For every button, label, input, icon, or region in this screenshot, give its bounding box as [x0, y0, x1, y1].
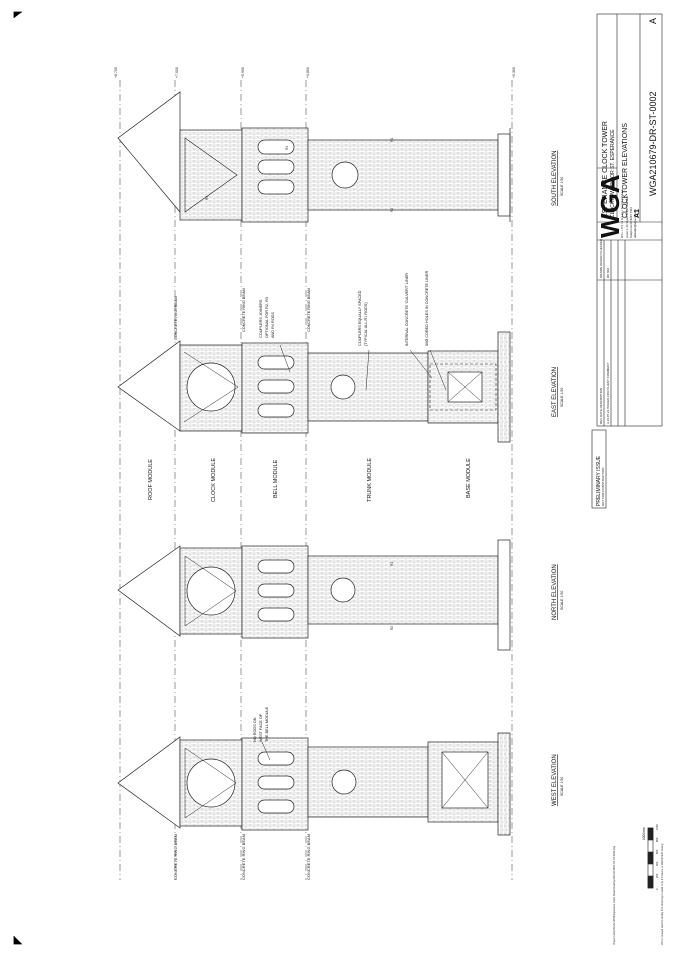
rod-tag: R1 [390, 138, 394, 142]
preliminary-issue: PRELIMINARY ISSUE [596, 455, 602, 506]
note-cored-holes: 50Ø CORED HOLES IN CONCRETE LINER [425, 270, 429, 346]
level-mark-5: +0.300 [512, 67, 516, 78]
scale-tick: 0 [655, 888, 659, 890]
drawing-number: WGA210679-DR-ST-0002 [648, 91, 658, 196]
south-elevation-title: SOUTH ELEVATION [552, 151, 558, 206]
sheet-size: A1 [634, 209, 641, 218]
south-elevation-scale: SCALE 1:50 [560, 177, 564, 196]
note-couplers-3: AND R4 RODS [271, 312, 275, 338]
title-block-text: ESPERANCE CLOCK TOWER CLOCKTOWER FOR ST.… [595, 18, 658, 506]
crop-marks [13, 11, 22, 945]
note-ring-beam-east-3: CONCRETE RING BEAM [307, 288, 311, 332]
module-labels: ROOF MODULE CLOCK MODULE BELL MODULE TRU… [148, 458, 472, 502]
leader-lines [261, 344, 447, 761]
scale-bar-label: 1000mm [642, 827, 646, 840]
label-clock-module: CLOCK MODULE [211, 458, 217, 502]
rod-tags: R1 R2 R1 R2 R3 R4 [205, 138, 394, 630]
scale-tick: 800 [655, 837, 659, 842]
note-no-rods-2: WEST FACE OF [259, 713, 263, 742]
beam-labels: CONCRETE RING BEAM CONCRETE RING BEAM CO… [173, 834, 311, 880]
level-mark-1: +8.700 [114, 67, 118, 78]
firm-address-2: Telephone 08 8223 7433 [629, 207, 633, 238]
east-elevation [117, 331, 511, 443]
scale-bar-ticks: 0 200 400 600 800 1000 [655, 824, 659, 890]
rod-tag: R2 [390, 626, 394, 630]
north-elevation [117, 539, 511, 651]
scale-tick: 600 [655, 849, 659, 854]
drawn-row: RC NM [606, 268, 610, 278]
south-elevation [117, 91, 511, 223]
roof-cone [117, 736, 181, 829]
note-couplers-2: OPTIONAL FOR R2, R3 [265, 297, 269, 338]
project-subtitle: CLOCKTOWER FOR ST. ESPERANCE [610, 129, 616, 218]
note-internal-liner: INTERNAL CONCRETE 'CULVERT' LINER [405, 273, 409, 346]
drawn-header: DRAWN DESIGN CHECKED [599, 238, 603, 278]
rod-tag: R2 [390, 208, 394, 212]
project-title: ESPERANCE CLOCK TOWER [602, 121, 609, 218]
note-ring-beam-east: CONCRETE RING BEAM [174, 296, 178, 340]
rod-tag: R3 [205, 196, 209, 200]
base-footing [497, 133, 511, 217]
revision-header: REV DATE DESCRIPTION [599, 388, 603, 424]
roof-cone [117, 91, 181, 213]
east-elevation-scale: SCALE 1:50 [560, 388, 564, 407]
label-bell-module: BELL MODULE [273, 459, 279, 498]
east-elevation-title: EAST ELEVATION [552, 367, 558, 417]
ring-beam-label-3: CONCRETE RING BEAM [306, 834, 311, 880]
firm-address-3: adelaide@wga.com.au [633, 209, 637, 238]
note-couplers-1: COUPLERS JOINERS [259, 299, 263, 338]
west-notes: NO RODS ON WEST FACE OF THE BELL MODULE [253, 706, 269, 742]
label-roof-module: ROOF MODULE [148, 459, 154, 500]
note-couplers-spaced-2: (TYPICAL ALL R1 RODS) [364, 302, 368, 346]
note-no-rods-3: THE BELL MODULE [265, 706, 269, 742]
level-mark-3: +5.900 [241, 67, 245, 78]
roof-cone [117, 340, 181, 432]
west-elevation-title: WEST ELEVATION [552, 754, 558, 806]
north-elevation-title: NORTH ELEVATION [552, 564, 558, 620]
scale-tick: 1000 [655, 824, 659, 830]
not-for-construction: NOT FOR CONSTRUCTION [601, 468, 605, 506]
base-footing [497, 331, 511, 443]
north-elevation-scale: SCALE 1:50 [560, 591, 564, 610]
scale-tick: 200 [655, 873, 659, 878]
base-footing [497, 732, 511, 836]
firm-name: W A L L B R I D G E G I L B E R T A Z T … [621, 189, 624, 238]
rod-tag: R4 [285, 146, 289, 150]
firm-address-1: Level 1, 60 Wyatt Street, Adelaide [625, 195, 629, 238]
revision-row: A 16.07.22 ISSUED FOR CLIENT COMMENT [606, 363, 610, 424]
west-elevation-scale: SCALE 1:50 [560, 777, 564, 796]
ring-beam-label-2: CONCRETE RING BEAM [241, 834, 246, 880]
file-path: Project Folder\WGA210679\Esperance Clock… [613, 845, 616, 945]
elevation-titles: SOUTH ELEVATION SCALE 1:50 EAST ELEVATIO… [552, 151, 564, 806]
ring-beam-label-1: CONCRETE RING BEAM [173, 834, 178, 880]
trunk-module [307, 746, 429, 818]
west-elevation [117, 732, 511, 836]
base-footing [497, 539, 511, 651]
rod-tag: R1 [390, 562, 394, 566]
note-couplers-spaced-1: COUPLERS EQUALLY SPACED [358, 290, 362, 346]
scale-tick: 400 [655, 861, 659, 866]
drawing-title: CLOCKTOWER ELEVATIONS [622, 123, 629, 218]
title-block [591, 13, 663, 509]
level-mark-2: +7.000 [175, 67, 179, 78]
east-notes: CONCRETE RING BEAM CONCRETE RING BEAM CO… [174, 270, 429, 346]
footer-note: When issued electronically this drawing … [660, 843, 664, 945]
label-trunk-module: TRUNK MODULE [367, 458, 373, 502]
level-mark-4: +4.800 [306, 67, 310, 78]
note-ring-beam-east-2: CONCRETE RING BEAM [242, 288, 246, 332]
level-markers: +8.700 +7.000 +5.900 +4.800 +0.300 [114, 67, 516, 78]
roof-cone [117, 545, 181, 637]
clock-module [179, 129, 243, 221]
note-no-rods-1: NO RODS ON [253, 717, 257, 742]
revision-letter: A [648, 18, 658, 24]
scale-bar [647, 827, 654, 889]
label-base-module: BASE MODULE [466, 458, 472, 498]
firm-logo: WGA [595, 174, 625, 238]
